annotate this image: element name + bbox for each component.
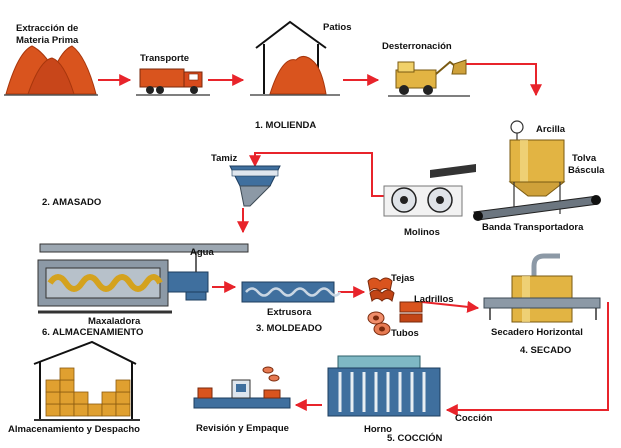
label-tolva-2: Báscula — [568, 165, 605, 176]
section-moldeado: 3. MOLDEADO — [256, 323, 322, 334]
sieve-icon — [229, 165, 281, 207]
flow-arrows — [98, 63, 609, 416]
conveyor-belt-icon — [430, 164, 601, 221]
label-agua: Agua — [190, 247, 214, 258]
label-extraccion-2: Materia Prima — [16, 35, 79, 46]
section-almacenamiento: 6. ALMACENAMIENTO — [42, 327, 143, 338]
label-tolva-1: Tolva — [572, 153, 597, 164]
warehouse-icon — [33, 340, 140, 421]
arrow-dryer-kiln — [445, 302, 609, 416]
section-molienda: 1. MOLIENDA — [255, 120, 316, 131]
horizontal-dryer-icon — [483, 253, 601, 323]
arrow-products-dryer — [421, 300, 480, 313]
mixer-machine-icon — [37, 243, 249, 314]
label-ladrillos: Ladrillos — [414, 294, 454, 305]
section-titles: 1. MOLIENDA 2. AMASADO 3. MOLDEADO 4. SE… — [42, 120, 571, 444]
label-banda: Banda Transportadora — [482, 222, 584, 233]
dump-truck-icon — [136, 68, 210, 96]
label-molinos: Molinos — [404, 227, 440, 238]
label-transporte: Transporte — [140, 53, 189, 64]
label-patios: Patios — [323, 22, 352, 33]
label-extraccion-1: Extracción de — [16, 23, 78, 34]
section-coccion: 5. COCCIÓN — [387, 432, 443, 444]
mill-rollers-icon — [383, 185, 463, 217]
label-horno: Horno — [364, 424, 392, 435]
kiln-icon — [327, 355, 441, 417]
arrow-loader-hopper — [462, 63, 542, 97]
label-arcilla: Arcilla — [536, 124, 566, 135]
label-extrusora: Extrusora — [267, 307, 312, 318]
hopper-scale-icon — [508, 120, 566, 214]
label-almacen: Almacenamiento y Despacho — [8, 424, 140, 435]
label-secadero: Secadero Horizontal — [491, 327, 583, 338]
section-secado: 4. SECADO — [520, 345, 571, 356]
loader-icon — [388, 59, 470, 97]
section-amasado: 2. AMASADO — [42, 197, 101, 208]
label-desterronacion: Desterronación — [382, 41, 452, 52]
label-tamiz: Tamiz — [211, 153, 237, 164]
label-maxaladora: Maxaladora — [88, 316, 141, 327]
arrow-belt-tamiz — [249, 152, 388, 197]
packing-station-icon — [193, 366, 291, 409]
storage-shed-icon — [250, 20, 340, 96]
labels: Extracción de Materia Prima Transporte P… — [8, 22, 605, 435]
label-tejas: Tejas — [391, 273, 415, 284]
label-revision: Revisión y Empaque — [196, 423, 289, 434]
clay-mounds-icon — [4, 45, 98, 96]
extruder-icon — [241, 281, 342, 303]
products-icon — [367, 277, 423, 336]
label-tubos: Tubos — [391, 328, 419, 339]
label-coccion: Cocción — [455, 413, 493, 424]
